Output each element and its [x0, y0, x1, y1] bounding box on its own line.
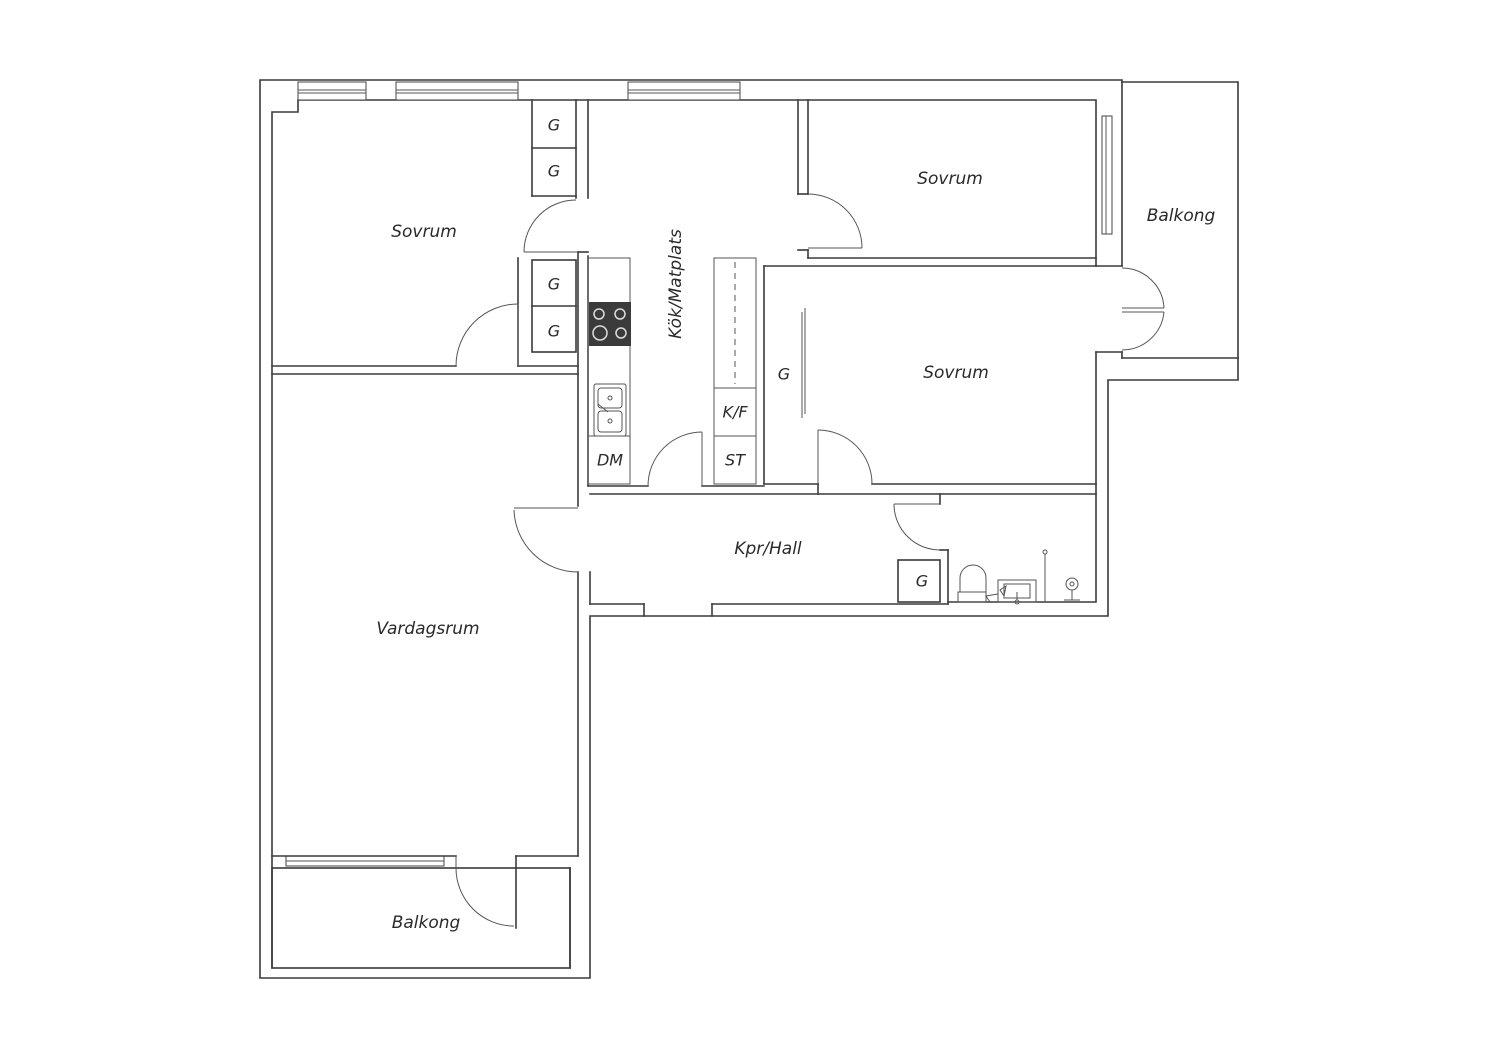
floor-drain-icon: [1064, 577, 1080, 601]
room-label-balcony-south: Balkong: [392, 913, 461, 933]
room-label-bedroom-3: Sovrum: [923, 363, 989, 383]
room-labels: Sovrum Sovrum Sovrum Kök/Matplats Vardag…: [376, 169, 1215, 933]
wardrobe-label: G: [916, 572, 928, 591]
room-label-kitchen: Kök/Matplats: [666, 229, 686, 339]
windows: [285, 81, 1113, 867]
wardrobe-label: G: [778, 365, 790, 384]
wardrobe-label: G: [548, 275, 560, 294]
exterior-walls: [259, 79, 1239, 979]
sliding-wardrobe: [801, 308, 806, 418]
dishwasher-label: DM: [597, 451, 623, 470]
south-balcony: [271, 867, 571, 969]
sink-icon: [593, 383, 627, 437]
room-label-bedroom-1: Sovrum: [391, 222, 457, 242]
fridge-freezer-label: K/F: [722, 403, 748, 422]
shower-icon: [1042, 549, 1048, 602]
kitchen-fixtures: [587, 257, 757, 485]
wardrobe-label: G: [548, 162, 560, 181]
wardrobe-label: G: [548, 322, 560, 341]
room-label-living-room: Vardagsrum: [376, 619, 479, 639]
wardrobe-label: G: [548, 116, 560, 135]
doors: [455, 193, 1165, 927]
toilet-icon: [957, 564, 987, 603]
tall-cabinet-label: ST: [725, 451, 746, 470]
washbasin-icon: [985, 579, 1037, 605]
bathroom-fixtures: [957, 549, 1080, 605]
stove-icon: [589, 302, 631, 346]
fixture-labels: G G G G G G K/F ST DM: [548, 116, 928, 591]
room-label-hall: Kpr/Hall: [734, 539, 802, 559]
room-label-bedroom-2: Sovrum: [917, 169, 983, 189]
room-label-balcony-east: Balkong: [1147, 206, 1216, 226]
